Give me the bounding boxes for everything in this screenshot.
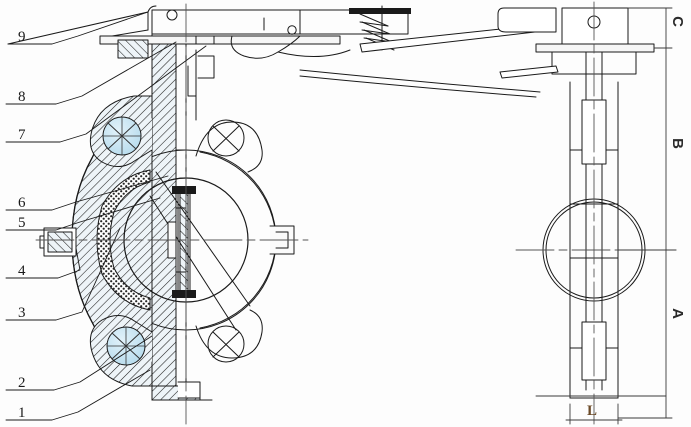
dimension-label-l: L bbox=[587, 403, 598, 419]
dimension-lines bbox=[535, 7, 677, 425]
callout-leaders bbox=[5, 11, 207, 421]
dimension-label-a: A bbox=[668, 308, 686, 319]
dimension-label-c: C bbox=[668, 16, 686, 27]
right-elevation bbox=[497, 1, 677, 425]
callout-number-4: 4 bbox=[18, 263, 26, 279]
callout-number-5: 5 bbox=[18, 215, 26, 231]
callout-number-2: 2 bbox=[18, 375, 26, 391]
dimension-label-b: B bbox=[668, 138, 686, 149]
callout-number-8: 8 bbox=[18, 89, 26, 105]
callout-number-3: 3 bbox=[18, 305, 26, 321]
body-bolts bbox=[102, 116, 146, 366]
callout-number-6: 6 bbox=[18, 195, 26, 211]
callout-number-9: 9 bbox=[18, 29, 26, 45]
callout-number-7: 7 bbox=[18, 127, 26, 143]
lever-handle-assembly bbox=[7, 5, 409, 59]
callout-number-1: 1 bbox=[18, 405, 26, 421]
gland-packing bbox=[39, 227, 77, 257]
bottom-cover bbox=[151, 381, 213, 401]
